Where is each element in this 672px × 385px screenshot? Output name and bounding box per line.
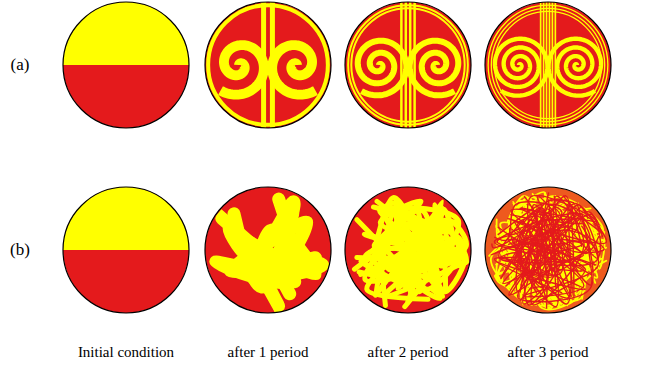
yellow-band [491, 8, 604, 121]
mixing-panel [205, 2, 331, 128]
yellow-spiral [272, 45, 315, 95]
yellow-band [494, 11, 601, 118]
yellow-spiral [410, 41, 459, 96]
yellow-band [552, 2, 554, 128]
yellow-band [549, 2, 551, 128]
column-label: after 3 period [508, 344, 589, 361]
pattern [63, 187, 189, 313]
red-fluid [345, 187, 471, 313]
yellow-spiral [358, 41, 407, 96]
red-fluid [485, 2, 611, 128]
pattern [485, 2, 611, 128]
yellow-spiral [549, 39, 602, 96]
column-label: Initial condition [78, 344, 174, 361]
red-fluid [205, 187, 331, 313]
yellow-band [400, 2, 403, 128]
mixing-panel [485, 187, 611, 313]
pattern [345, 2, 471, 128]
panel-label: (a) [11, 56, 30, 75]
mixing-panel [345, 187, 471, 313]
yellow-filament [364, 222, 443, 264]
yellow-band [261, 2, 266, 128]
column-label: after 1 period [228, 344, 309, 361]
mixing-panel [63, 187, 189, 313]
vessel-outline [345, 2, 471, 128]
vessel-outline [205, 2, 331, 128]
mixing-panel [485, 2, 611, 128]
column-label: after 2 period [368, 344, 449, 361]
yellow-spiral [495, 39, 548, 96]
vessel-outline [63, 187, 189, 313]
red-fluid [63, 187, 189, 313]
red-filament [498, 199, 559, 306]
yellow-band [405, 2, 408, 128]
red-filament [523, 220, 559, 304]
mixing-panel [63, 2, 189, 128]
vessel-outline [345, 187, 471, 313]
yellow-band [348, 5, 468, 125]
pattern [345, 187, 471, 313]
pattern [205, 2, 331, 128]
yellow-band [409, 2, 412, 128]
yellow-spiral [221, 45, 264, 95]
red-fluid [205, 2, 331, 128]
yellow-band [208, 5, 328, 125]
pattern [63, 2, 189, 128]
yellow-band [546, 2, 548, 128]
pattern [485, 187, 611, 313]
vessel-outline [205, 187, 331, 313]
vessel-outline [485, 2, 611, 128]
yellow-band [270, 2, 275, 128]
yellow-band [540, 2, 542, 128]
vessel-outline [63, 2, 189, 128]
yellow-fluid [63, 2, 189, 65]
yellow-band [413, 2, 416, 128]
pattern [205, 187, 331, 313]
red-fluid [345, 2, 471, 128]
mixing-panel [345, 2, 471, 128]
vessel-outline [485, 187, 611, 313]
yellow-band [543, 2, 545, 128]
yellow-band [351, 8, 464, 121]
yellow-band [555, 2, 557, 128]
red-fluid [63, 2, 189, 128]
mixing-panel [205, 187, 331, 313]
yellow-band [488, 5, 608, 125]
yellow-fluid [63, 187, 189, 250]
red-fluid [485, 187, 611, 313]
yellow-filament [260, 249, 323, 293]
panel-label: (b) [10, 241, 30, 260]
